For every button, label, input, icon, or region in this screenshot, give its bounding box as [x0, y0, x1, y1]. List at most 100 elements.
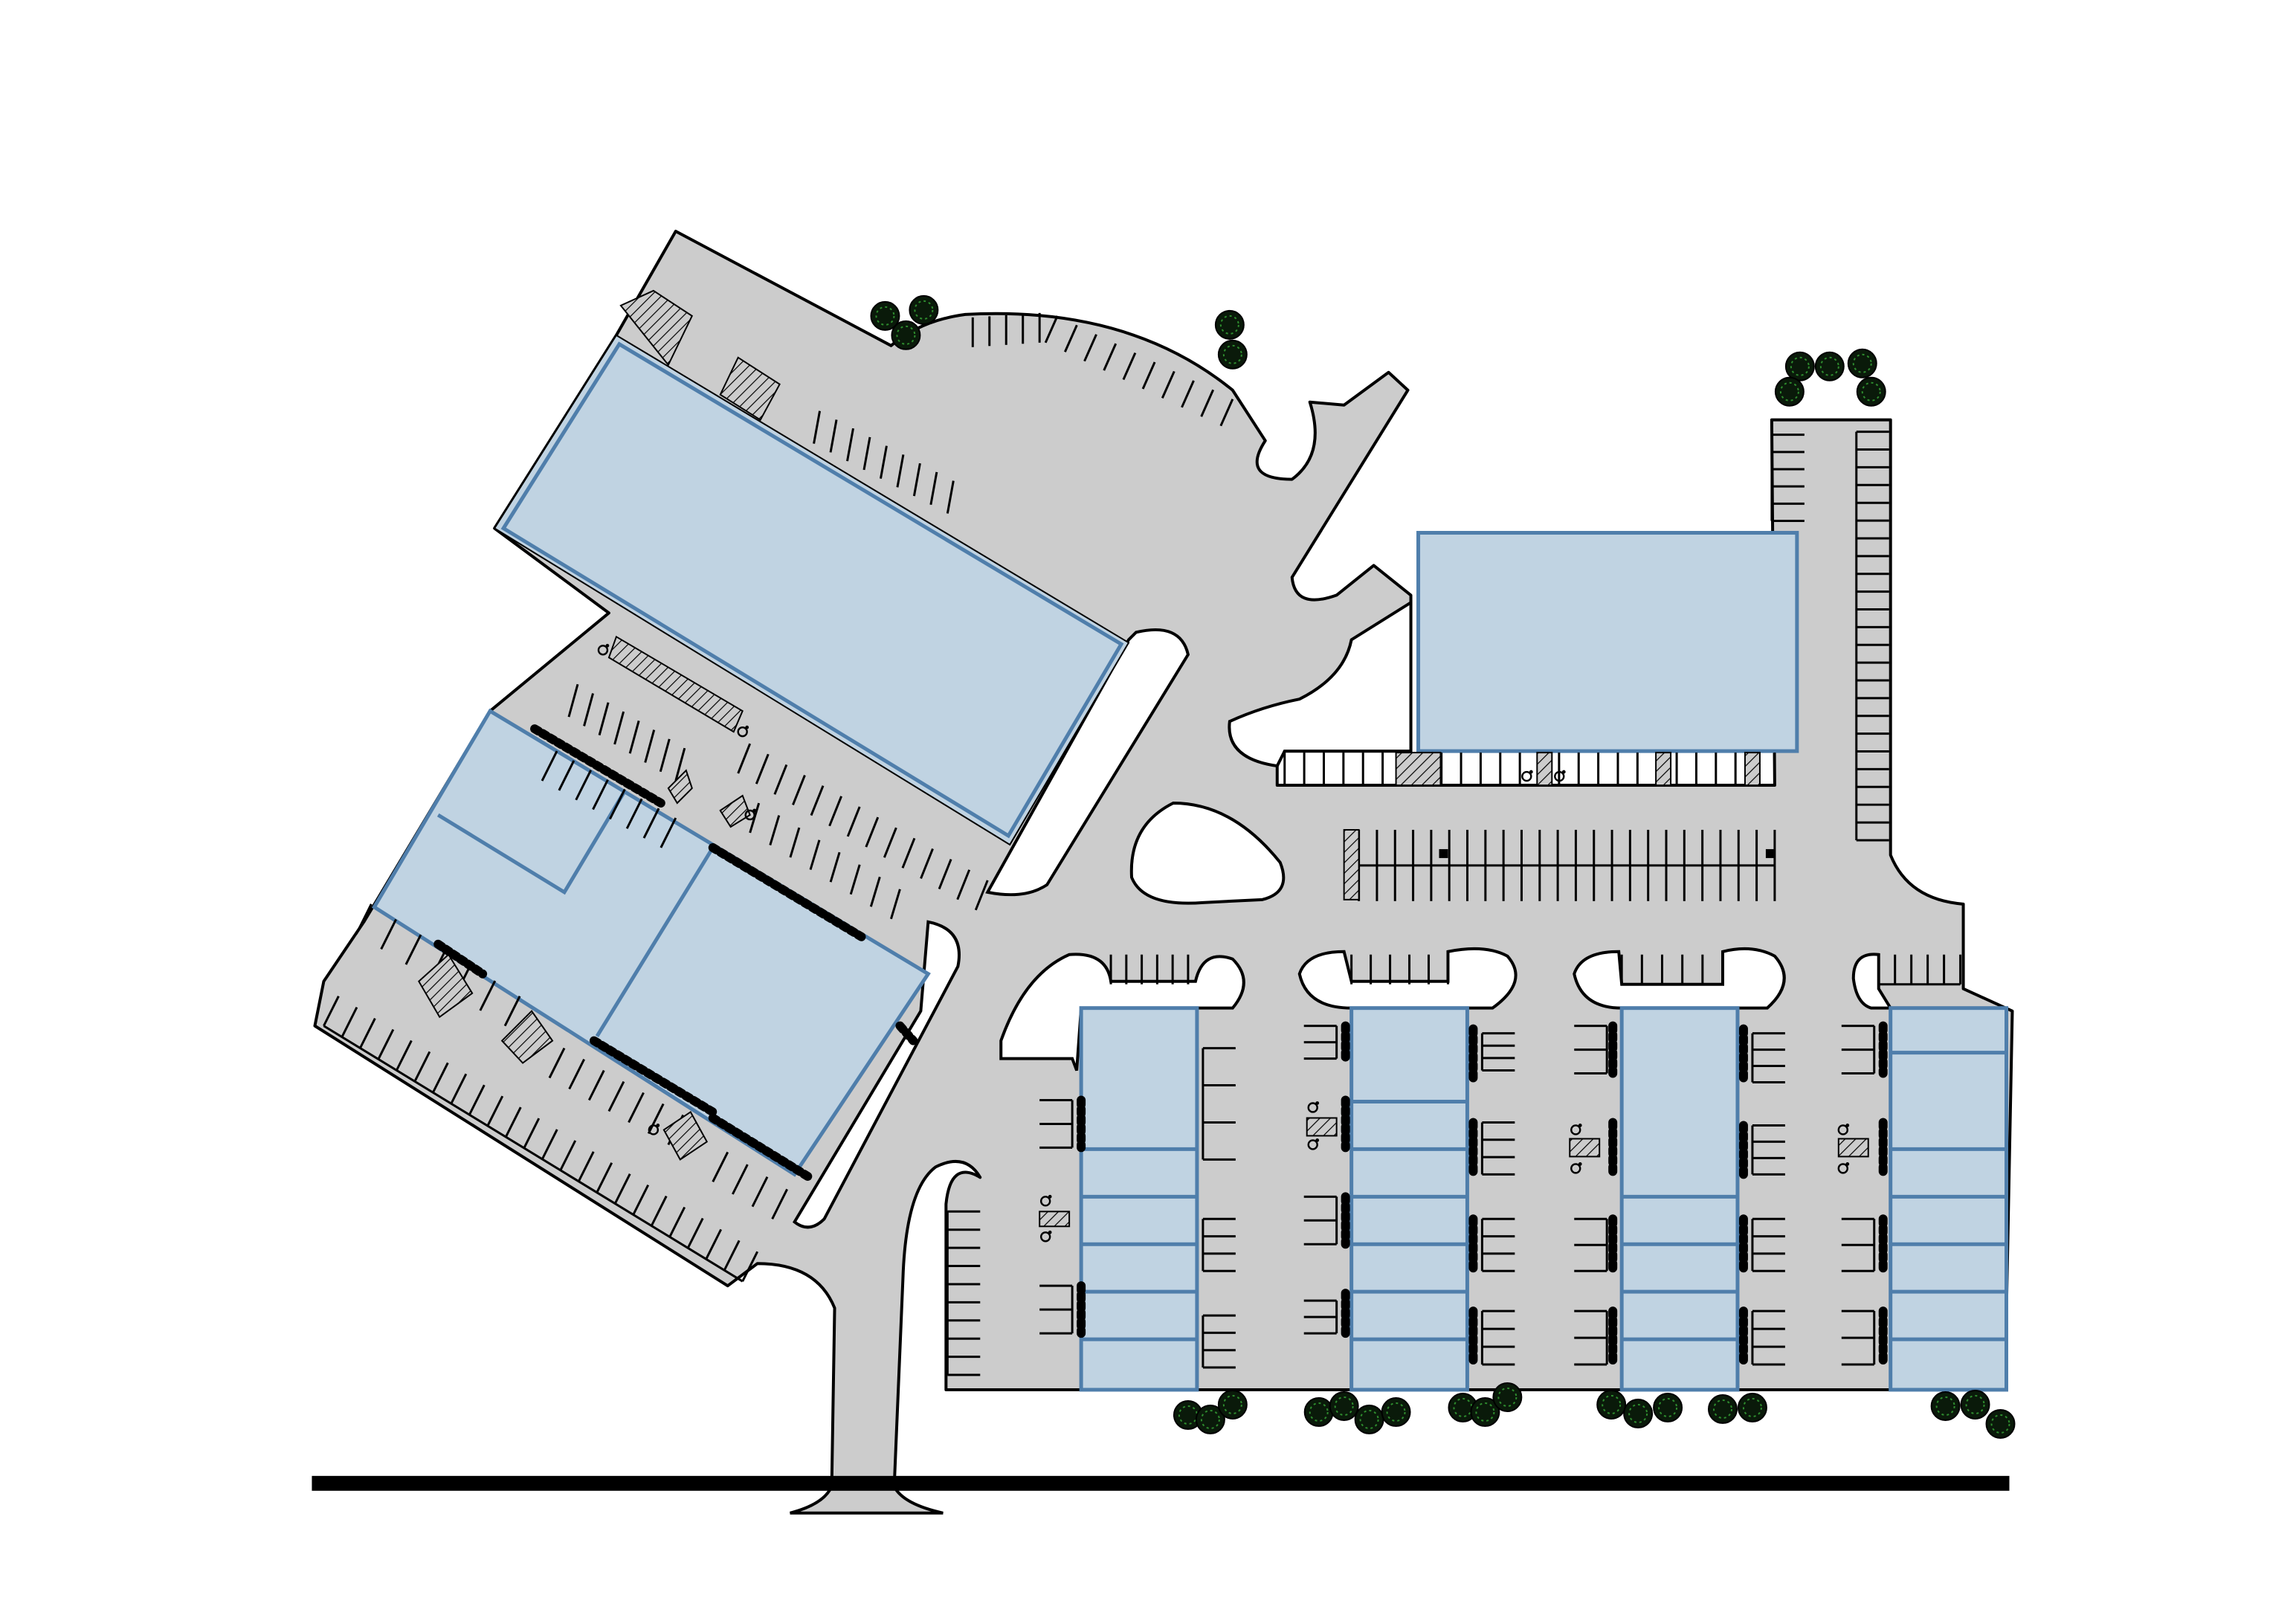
- parking-stall-line: [771, 1188, 788, 1219]
- parking-stall-line: [541, 1129, 558, 1160]
- parking-stall-line: [813, 410, 822, 444]
- parking-stall-line: [377, 1028, 395, 1060]
- landscape-island: [1129, 802, 1286, 905]
- hatched-zone-icon: [1569, 1138, 1601, 1158]
- building-east[interactable]: [1416, 530, 1799, 753]
- accessible-parking-icon: [1521, 770, 1533, 782]
- parking-stall-line: [1122, 352, 1137, 381]
- tree-icon: [1960, 1389, 1990, 1420]
- parking-stall-line: [380, 918, 397, 950]
- hatched-zones: [417, 289, 1869, 1243]
- parking-stall-line: [575, 770, 593, 801]
- accessible-parking-icon: [1039, 1194, 1052, 1207]
- parking-stall-line: [869, 876, 881, 907]
- curb-island: [793, 920, 961, 1229]
- parking-stall-line: [828, 796, 843, 827]
- parking-stall-line: [548, 1047, 566, 1079]
- hatched-zone-icon: [662, 1111, 709, 1161]
- parking-stall-line: [773, 764, 788, 795]
- parking-stall-line: [829, 851, 841, 883]
- hatched-zone-icon: [1306, 1117, 1338, 1137]
- building-strip[interactable]: [1349, 1006, 1469, 1392]
- parking-stall-line: [849, 864, 861, 895]
- light-pole-icon: [1439, 848, 1448, 858]
- main-road: [312, 1475, 2010, 1491]
- parking-stall-line: [541, 750, 558, 782]
- hatched-zone-icon: [1343, 828, 1360, 900]
- parking-stall-line: [355, 903, 373, 935]
- parking-stall-line: [810, 785, 825, 816]
- parking-stall-line: [865, 816, 880, 848]
- hedge: [708, 842, 866, 941]
- hatched-zone-icon: [1837, 1138, 1869, 1158]
- tree-icon: [1856, 376, 1886, 407]
- parking-stall-line: [749, 802, 761, 834]
- accessible-parking-icon: [1307, 1101, 1320, 1113]
- parking-stall-line: [396, 1040, 413, 1072]
- parking-stall-line: [862, 436, 871, 471]
- parking-stall-line: [829, 419, 838, 453]
- tree-icon: [1596, 1389, 1627, 1420]
- hatched-zone-icon: [619, 289, 694, 367]
- accessible-parking-icon: [597, 643, 610, 656]
- parking-stall-line: [432, 1062, 449, 1093]
- hatched-zone-icon: [417, 953, 474, 1019]
- parking-stall-line: [1103, 343, 1118, 371]
- parking-stall-line: [1219, 399, 1234, 427]
- tree-icon: [1930, 1391, 1961, 1421]
- light-pole-icon: [1765, 848, 1775, 858]
- hatched-zone-icon: [1039, 1211, 1071, 1228]
- parking-stall-line: [609, 788, 626, 820]
- building-north[interactable]: [493, 334, 1130, 846]
- parking-stall-line: [741, 1251, 759, 1282]
- building-strip[interactable]: [1889, 1006, 2008, 1392]
- accessible-parking-icon: [1837, 1161, 1850, 1174]
- accessible-parking-icon: [1307, 1138, 1320, 1150]
- parking-stall-line: [613, 1173, 631, 1205]
- parking-stall-line: [468, 1084, 486, 1115]
- parking-stall-line: [642, 808, 660, 839]
- parking-stall-line: [559, 1140, 577, 1171]
- accessible-parking-icon: [1570, 1124, 1582, 1135]
- parking-stall-line: [920, 848, 934, 879]
- parking-stall-line: [668, 1206, 686, 1238]
- landscape-island: [1297, 947, 1518, 1010]
- building-strip[interactable]: [1079, 1006, 1199, 1392]
- parking-stall-line: [751, 1176, 769, 1208]
- parking-stall-line: [737, 743, 752, 774]
- parking-stall-line: [598, 702, 610, 736]
- tree-icon: [1217, 1389, 1248, 1420]
- parking-stall-line: [1200, 389, 1215, 417]
- tree-icon: [1708, 1393, 1738, 1424]
- parking-stall-line: [647, 1103, 665, 1135]
- buildings: [371, 334, 2008, 1392]
- hedge: [589, 1036, 717, 1117]
- parking-stall-line: [659, 817, 677, 848]
- hedge: [433, 939, 488, 979]
- parking-stall-line: [596, 1162, 613, 1193]
- parking-stall-line: [613, 711, 625, 745]
- landscape-island: [1228, 599, 1413, 768]
- building-strip[interactable]: [1619, 1006, 1740, 1392]
- parking-stall-line: [901, 837, 916, 869]
- accessible-parking-icon: [1837, 1124, 1850, 1135]
- hatched-zone-icon: [1744, 752, 1761, 787]
- parking-stall-line: [583, 693, 594, 726]
- parking-stall-line: [956, 869, 971, 900]
- parking-stall-line: [890, 889, 901, 920]
- parking-stall-line: [946, 480, 955, 514]
- tree-icon: [1774, 376, 1805, 407]
- parking-stall-line: [523, 1118, 541, 1149]
- parking-stall-line: [479, 980, 497, 1011]
- driveway: [790, 1484, 944, 1515]
- tree-icon: [891, 320, 921, 350]
- tree-icon: [870, 300, 900, 331]
- hatched-zone-icon: [607, 635, 744, 733]
- parking-stall-line: [705, 1228, 723, 1260]
- parking-stall-line: [592, 779, 609, 811]
- accessible-parking-icon: [648, 1124, 660, 1135]
- parking-stall-line: [644, 729, 656, 763]
- hatched-zone-icon: [1395, 752, 1442, 787]
- accessible-parking-icon: [1039, 1230, 1052, 1243]
- parking-stall-line: [659, 738, 671, 773]
